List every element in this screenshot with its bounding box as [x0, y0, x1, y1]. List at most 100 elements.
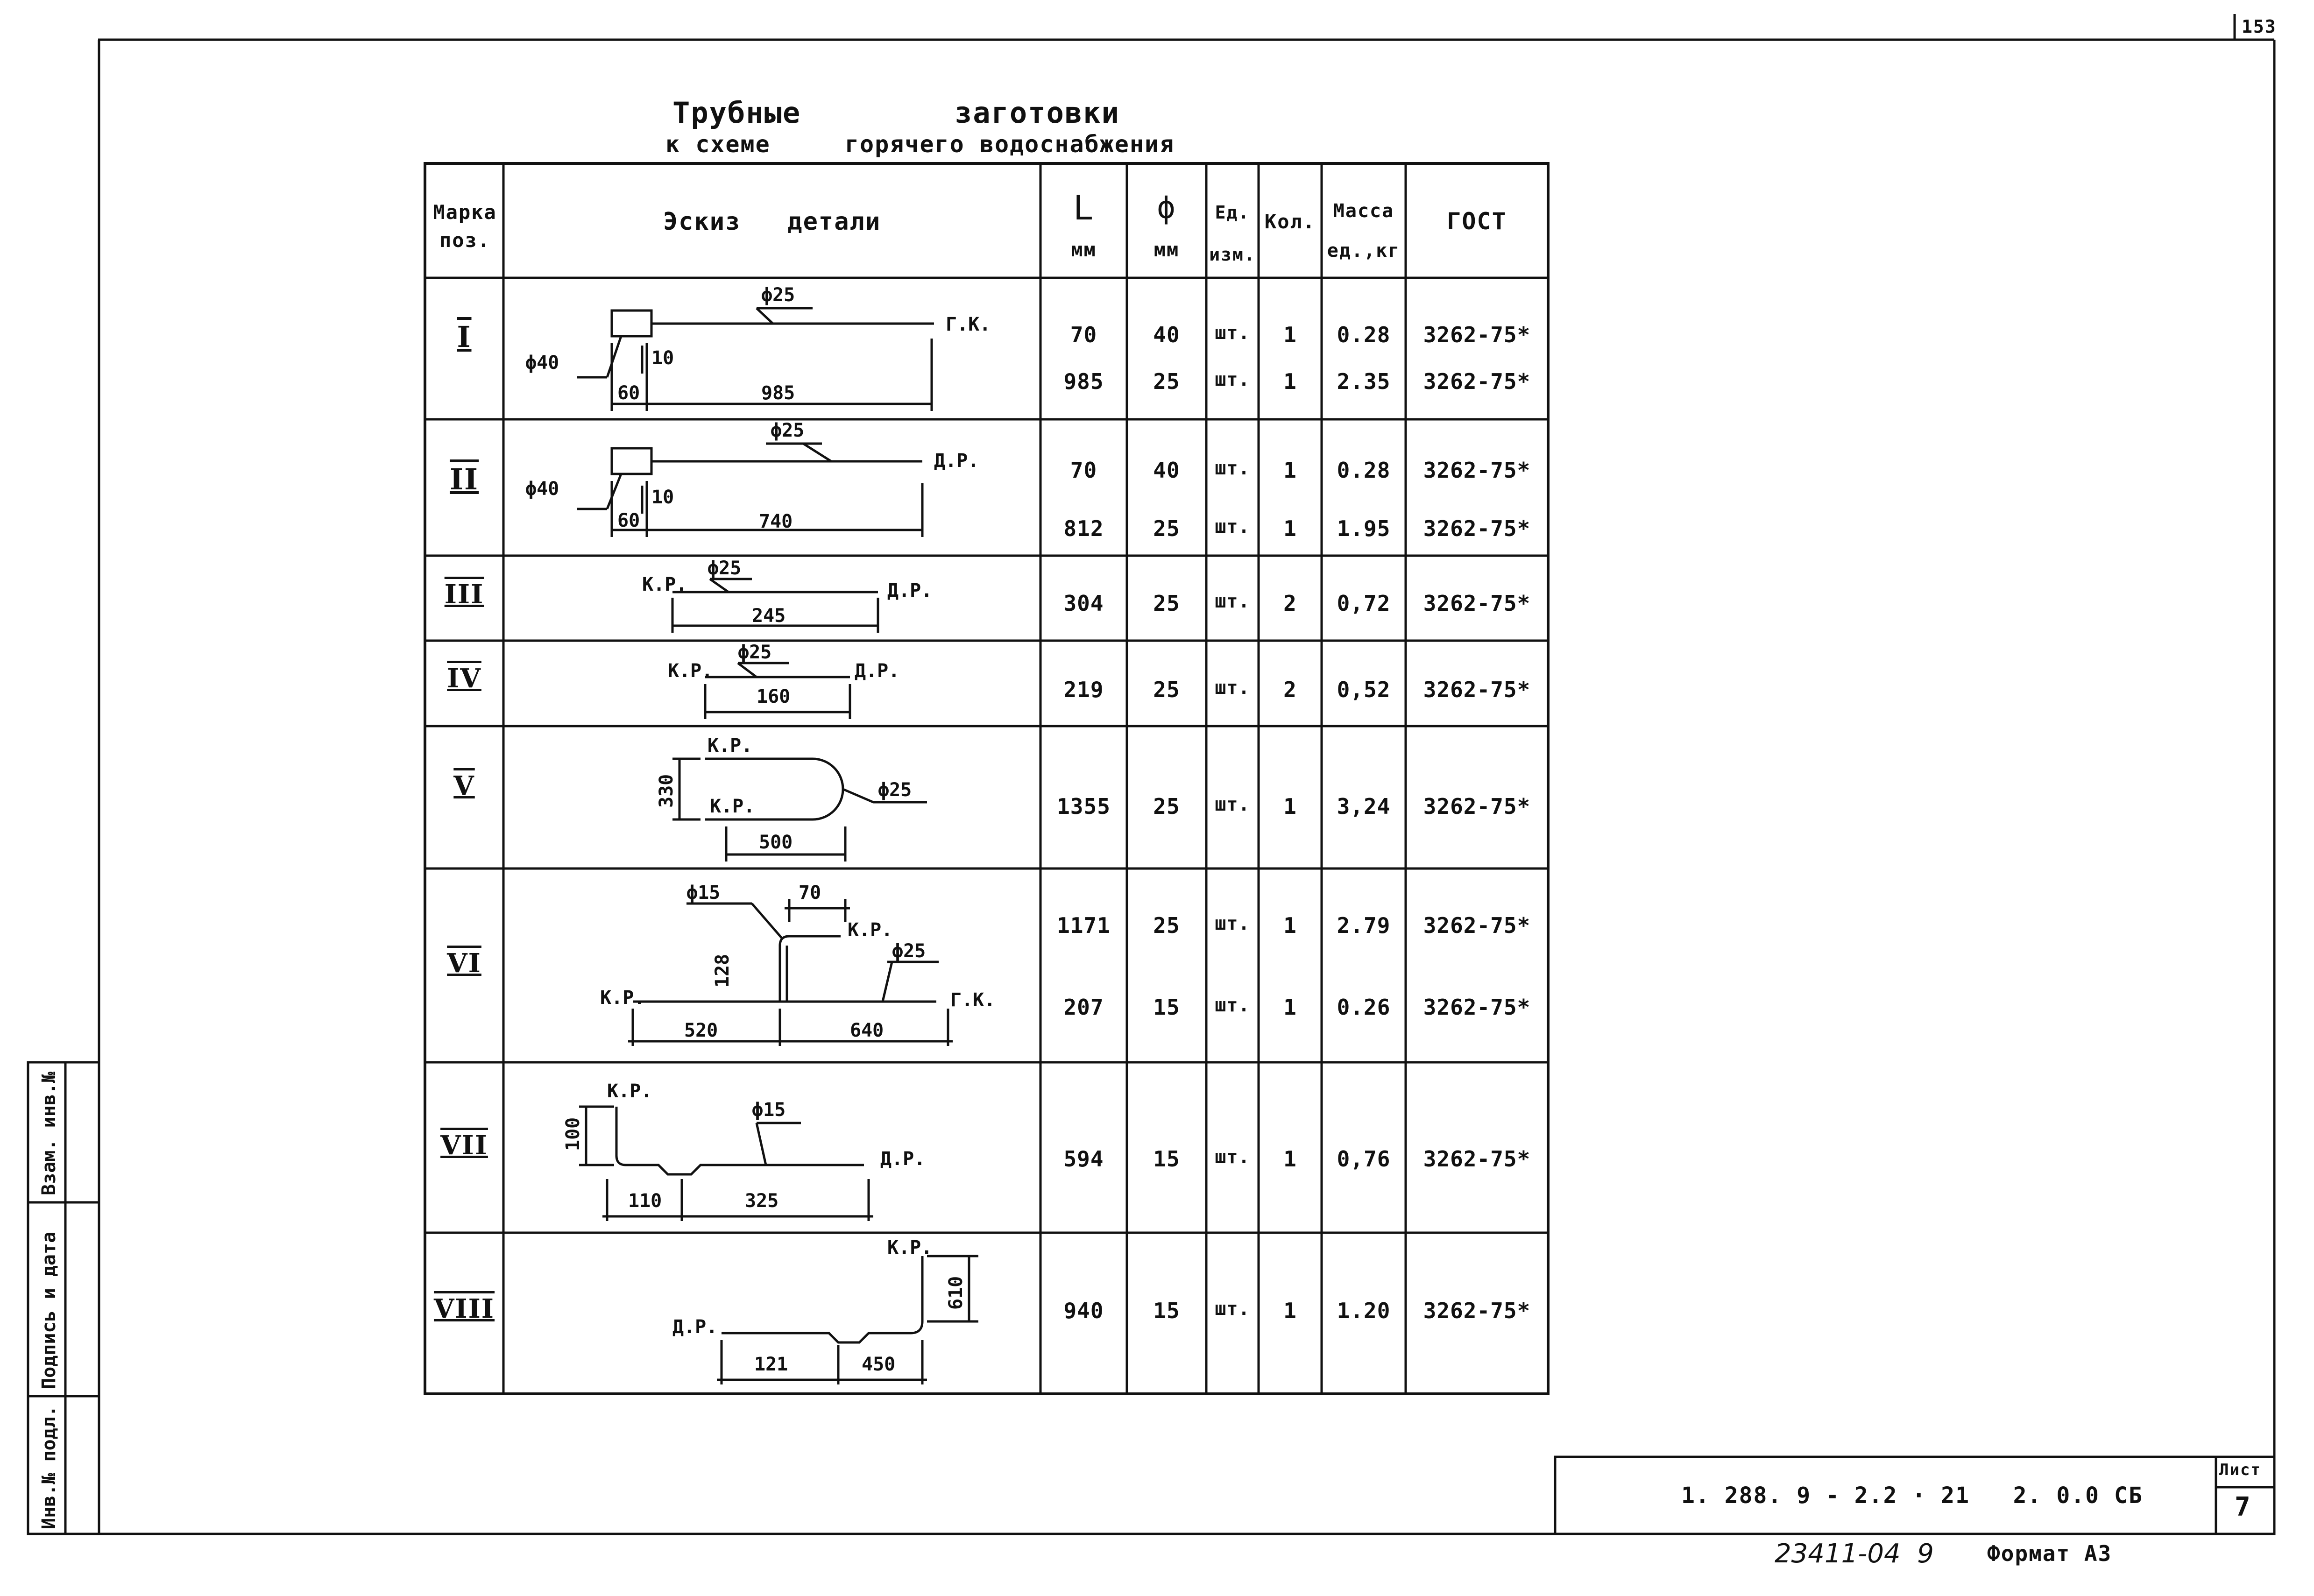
cell-qty: 1 — [1283, 913, 1297, 938]
header-gost: ГОСТ — [1447, 208, 1507, 235]
cell-d: 25 — [1153, 591, 1180, 616]
cell-unit: шт. — [1215, 995, 1250, 1016]
s4-d25: ϕ25 — [738, 642, 771, 663]
s6-l2: 640 — [850, 1020, 884, 1041]
cell-unit: шт. — [1215, 1298, 1250, 1320]
s1-b: 10 — [651, 347, 674, 369]
cell-L: 70 — [1070, 322, 1097, 347]
cell-unit: шт. — [1215, 458, 1250, 479]
cell-d: 25 — [1153, 369, 1180, 394]
row-mark: VI — [447, 948, 481, 979]
cell-mass: 0,76 — [1337, 1146, 1391, 1172]
row-mark: VII — [440, 1130, 488, 1161]
cell-gost: 3262-75* — [1423, 1298, 1531, 1323]
s7-l1: 110 — [628, 1190, 662, 1212]
cell-qty: 1 — [1283, 794, 1297, 819]
cell-d: 25 — [1153, 913, 1180, 938]
s6-kr1: К.Р. — [848, 919, 892, 941]
cell-gost: 3262-75* — [1423, 591, 1531, 616]
cell-mass: 0,52 — [1337, 677, 1391, 702]
cell-mass: 1.95 — [1337, 516, 1391, 541]
cell-L: 1355 — [1057, 794, 1111, 819]
cell-L: 594 — [1063, 1146, 1104, 1172]
s5-top: К.Р. — [708, 735, 752, 756]
s4-left: К.Р. — [668, 660, 713, 682]
row-mark: IV — [447, 663, 481, 694]
header-diameter-symbol: ϕ — [1157, 190, 1176, 226]
cell-gost: 3262-75* — [1423, 369, 1531, 394]
s8-l1: 121 — [754, 1354, 788, 1375]
header-mark-line1: Марка — [433, 201, 497, 224]
cell-qty: 1 — [1283, 516, 1297, 541]
s6-l1: 520 — [684, 1020, 718, 1041]
format-label: Формат А3 — [1987, 1541, 2112, 1566]
s2-d40: ϕ40 — [525, 478, 559, 500]
cell-L: 1171 — [1057, 913, 1111, 938]
s2-d25: ϕ25 — [771, 420, 804, 441]
cell-d: 25 — [1153, 516, 1180, 541]
cell-d: 15 — [1153, 995, 1180, 1020]
cell-d: 25 — [1153, 794, 1180, 819]
document-code: 1. 288. 9 - 2.2 · 21 2. 0.0 СБ — [1681, 1483, 2143, 1509]
s3-len: 245 — [752, 605, 785, 627]
cell-qty: 1 — [1283, 458, 1297, 483]
header-diameter: ϕ мм — [1127, 187, 1206, 271]
s2-end: Д.Р. — [934, 450, 979, 472]
s7-d15: ϕ15 — [752, 1099, 785, 1121]
title-word2: заготовки — [954, 96, 1120, 130]
cell-L: 219 — [1063, 677, 1104, 702]
cell-gost: 3262-75* — [1423, 794, 1531, 819]
header-diameter-unit: мм — [1153, 238, 1180, 261]
cell-qty: 2 — [1283, 591, 1297, 616]
s5-d25: ϕ25 — [878, 779, 912, 801]
cell-L: 304 — [1063, 591, 1104, 616]
header-mark-line2: поз. — [439, 229, 491, 252]
cell-d: 40 — [1153, 458, 1180, 483]
cell-gost: 3262-75* — [1423, 1146, 1531, 1172]
s8-h: 610 — [945, 1276, 967, 1310]
row-mark: I — [457, 320, 472, 354]
title-word1: Трубные — [672, 96, 801, 130]
s6-h: 128 — [712, 954, 733, 988]
header-unit-line1: Ед. — [1215, 202, 1250, 223]
s8-top: К.Р. — [887, 1237, 932, 1258]
s3-d25: ϕ25 — [708, 558, 741, 579]
s2-c: 740 — [759, 511, 793, 532]
s1-c: 985 — [761, 382, 795, 404]
cell-L: 985 — [1063, 369, 1104, 394]
cell-L: 70 — [1070, 458, 1097, 483]
cell-d: 15 — [1153, 1146, 1180, 1172]
s6-end: Г.К. — [950, 989, 995, 1011]
cell-unit: шт. — [1215, 322, 1250, 344]
s5-bot: К.Р. — [710, 796, 755, 817]
header-quantity: Кол. — [1264, 210, 1316, 233]
header-mark: Марка поз. — [429, 198, 501, 254]
cell-unit: шт. — [1215, 677, 1250, 699]
s5-len: 500 — [759, 832, 793, 853]
sketch-geometry — [577, 307, 978, 1384]
cell-mass: 0.28 — [1337, 458, 1391, 483]
cell-qty: 1 — [1283, 1298, 1297, 1323]
cell-gost: 3262-75* — [1423, 995, 1531, 1020]
s1-end: Г.К. — [946, 314, 991, 335]
s6-kr2: К.Р. — [600, 987, 645, 1009]
sheet-corner-number: 153 — [2242, 16, 2277, 37]
s2-a: 60 — [617, 510, 640, 531]
header-unit: Ед. изм. — [1206, 191, 1259, 275]
cell-mass: 0.28 — [1337, 322, 1391, 347]
header-mass: Масса ед.,кг — [1322, 191, 1406, 271]
cell-gost: 3262-75* — [1423, 913, 1531, 938]
cell-unit: шт. — [1215, 1146, 1250, 1168]
header-length-unit: мм — [1071, 238, 1097, 261]
cell-unit: шт. — [1215, 369, 1250, 390]
stamp-replacement-inv: Взам. инв.№ — [38, 1072, 60, 1195]
s6-d25: ϕ25 — [892, 940, 926, 962]
s1-a: 60 — [617, 382, 640, 404]
s7-top: К.Р. — [607, 1080, 652, 1102]
s4-right: Д.Р. — [855, 660, 899, 682]
cell-qty: 1 — [1283, 369, 1297, 394]
cell-qty: 1 — [1283, 1146, 1297, 1172]
cell-d: 40 — [1153, 322, 1180, 347]
s8-left: Д.Р. — [672, 1316, 717, 1338]
